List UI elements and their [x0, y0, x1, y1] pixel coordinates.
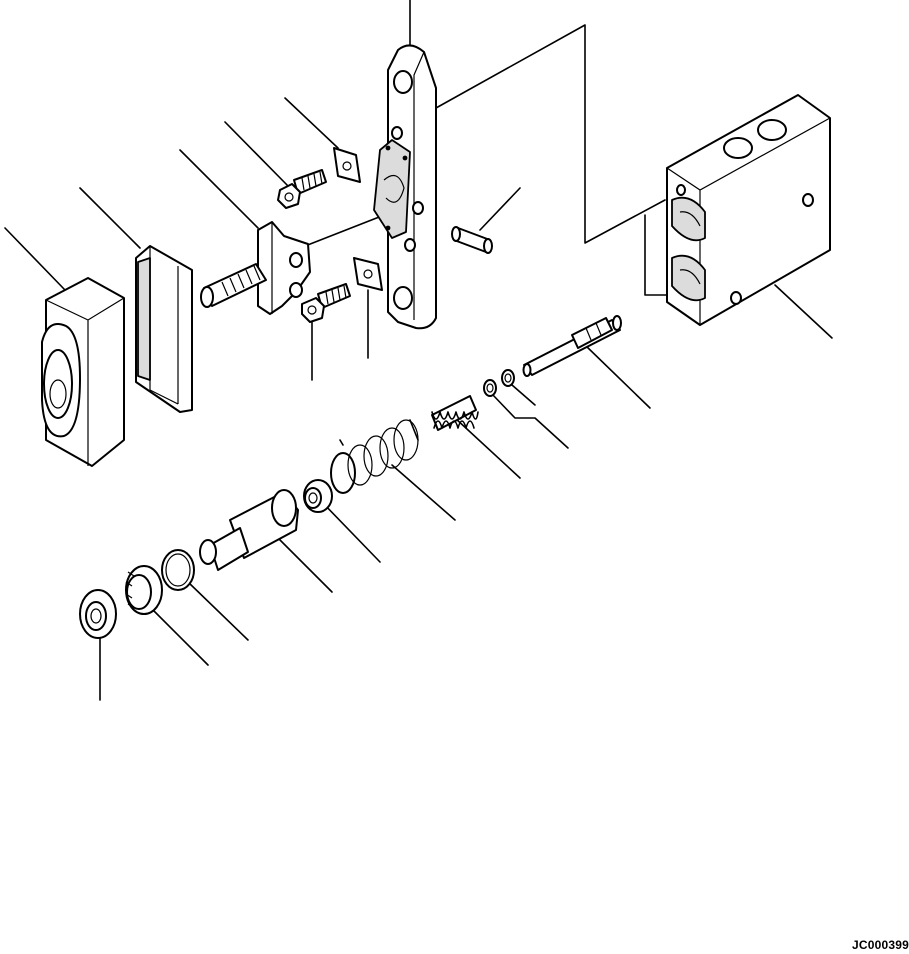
- bolt-lower: [301, 283, 351, 323]
- gasket-lower: [353, 257, 383, 291]
- leader-line-guide: [79, 187, 141, 249]
- leader-line-bushing: [147, 604, 209, 666]
- gasket-upper: [333, 147, 361, 183]
- washer-small: [483, 379, 497, 397]
- piston: [199, 489, 299, 571]
- spring-seat: [303, 479, 333, 513]
- leader-line-piston: [274, 534, 333, 593]
- leader-line-spool: [584, 344, 651, 409]
- leader-line-washers-b: [511, 384, 536, 406]
- wiper-seal: [79, 589, 117, 639]
- leader-line-outer-spring: [391, 464, 456, 521]
- leader-line-o-ring: [187, 581, 249, 641]
- leader-lines: [4, 0, 833, 701]
- spool: [522, 315, 622, 377]
- leader-line-seat: [319, 499, 381, 563]
- leader-line-inner-spring: [454, 417, 521, 479]
- leader-line-gasket-upper: [284, 97, 339, 149]
- leader-line-block-ports: [644, 214, 671, 296]
- leader-line-plate: [179, 149, 259, 229]
- leader-line-cover: [4, 227, 66, 291]
- inner-spring: [431, 395, 479, 431]
- leader-line-plate-to-bracket: [299, 211, 393, 249]
- outer-spring: [330, 419, 419, 494]
- guide-plate: [135, 245, 193, 413]
- leader-line-washers: [491, 393, 569, 449]
- bushing: [125, 565, 163, 615]
- bolt-upper: [277, 169, 327, 209]
- leader-line-pin: [479, 187, 521, 231]
- drawing-code-label: JC000399: [852, 938, 909, 952]
- mounting-bracket: [373, 44, 437, 330]
- leader-line-bolt-upper: [224, 121, 291, 189]
- leader-line-block: [774, 284, 833, 339]
- washer-large: [501, 369, 515, 387]
- pin: [451, 226, 493, 254]
- leader-line-bracket-to-block: [435, 24, 666, 244]
- cover: [41, 277, 125, 467]
- valve-body-block: [666, 94, 831, 326]
- lever-plate: [200, 221, 311, 315]
- o-ring: [161, 549, 195, 591]
